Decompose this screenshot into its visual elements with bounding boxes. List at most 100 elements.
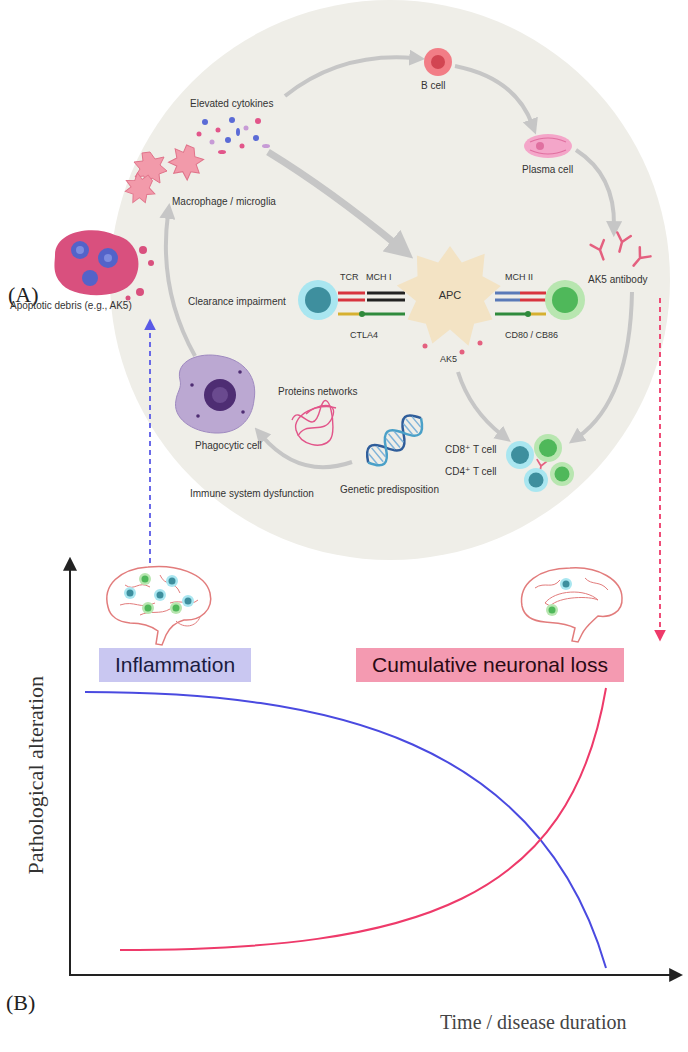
- brain-atrophic: [549, 607, 556, 614]
- brain-inflamed: [127, 590, 134, 597]
- molecule-label: CTLA4: [350, 330, 378, 341]
- molecule-label: CD80 / CB86: [505, 330, 558, 341]
- phagocytic-cell: [196, 414, 200, 418]
- cytokine-dots: [216, 128, 221, 133]
- ak5-dots: [460, 350, 465, 355]
- process-label: Genetic predisposition: [340, 484, 439, 496]
- dashed-arrow: [659, 298, 661, 632]
- dna-helix: [361, 410, 428, 472]
- phagocytic-cell: [241, 410, 245, 414]
- brain-inflamed: [170, 602, 182, 614]
- cell-label: Phagocytic cell: [195, 440, 262, 452]
- phagocytic-cell: [175, 355, 254, 433]
- apoptotic-cell: [136, 288, 144, 296]
- process-label: Elevated cytokines: [190, 98, 273, 110]
- t-cell-cluster: [506, 441, 534, 469]
- plasma-cell: [530, 138, 566, 154]
- apc-cell: APC: [395, 240, 505, 350]
- brain-atrophic: [563, 581, 570, 588]
- process-label: Clearance impairment: [188, 296, 286, 308]
- antibody-symbol: [613, 232, 631, 253]
- cytokine-dots: [225, 137, 231, 143]
- cytokine-dots: [262, 144, 270, 148]
- apoptotic-cell: [54, 230, 138, 295]
- b-cell: [424, 48, 452, 76]
- process-arrow: [578, 292, 632, 437]
- plasma-cell: [524, 134, 572, 158]
- cell-label: Plasma cell: [522, 164, 573, 176]
- cell-label: B cell: [421, 80, 445, 92]
- stage-box: Cumulative neuronal loss: [356, 648, 624, 682]
- dna-helix: [361, 410, 428, 472]
- brain-inflamed: [166, 575, 178, 587]
- cd8-t-cell: [298, 280, 338, 320]
- cd4-t-cell: [545, 280, 585, 320]
- apoptotic-cell: [126, 296, 131, 301]
- process-arrow: [285, 57, 414, 96]
- apoptotic-cell: [82, 270, 98, 286]
- inflammation-curve: [85, 692, 606, 968]
- receptor-bars: [338, 313, 362, 316]
- brain-inflamed: [185, 598, 192, 605]
- t-cell-cluster: [511, 446, 529, 464]
- cytokine-dots: [255, 118, 261, 124]
- macrophage-cell: [164, 140, 209, 184]
- process-arrow: [166, 57, 632, 467]
- ak5-dots: [478, 341, 483, 346]
- molecule-label: MCH I: [366, 272, 392, 283]
- b-cell: [431, 55, 445, 69]
- phagocytic-cell: [175, 355, 254, 433]
- cytokine-dots: [197, 132, 202, 137]
- neuronal-loss-curve: [120, 688, 606, 950]
- brain-inflamed: [145, 605, 152, 612]
- brain-inflamed: [142, 576, 149, 583]
- protein-network: [292, 401, 336, 446]
- apoptotic-cell: [104, 254, 112, 262]
- molecule-label: MCH II: [505, 272, 533, 283]
- t-cell-cluster: [529, 473, 544, 488]
- cd8-t-cell: [305, 287, 331, 313]
- process-arrow: [268, 152, 398, 246]
- dna-helix: [367, 415, 422, 465]
- process-arrow: [166, 214, 195, 356]
- brain-atrophic: [535, 578, 608, 606]
- antibody-symbol: [535, 232, 651, 473]
- brain-inflamed: [139, 573, 151, 585]
- protein-network: [292, 401, 336, 446]
- plasma-cell: [524, 134, 572, 158]
- cytokine-dots: [240, 144, 245, 149]
- apoptotic-cell: [148, 260, 154, 266]
- brain-inflamed: [182, 595, 194, 607]
- t-cell-cluster: [555, 467, 570, 482]
- cell-label: CD8⁺ T cell: [445, 444, 497, 456]
- ak5-dots: [423, 341, 483, 355]
- dna-helix: [361, 410, 428, 472]
- cytokine-dots: [236, 128, 240, 136]
- receptor-bars: [367, 293, 405, 300]
- stage-box: Inflammation: [99, 648, 251, 682]
- brain-inflamed: [124, 587, 136, 599]
- cd4-t-cell: [552, 287, 578, 313]
- star-outline: [397, 246, 501, 346]
- ak5-dots: [423, 344, 428, 349]
- node-text: Cumulative neuronal loss: [372, 653, 608, 677]
- phagocytic-cell: [204, 379, 236, 411]
- process-label: Proteins networks: [278, 386, 357, 398]
- molecule-label: AK5 antibody: [588, 274, 648, 286]
- cytokine-dots: [244, 126, 249, 131]
- panel-letter: (B): [6, 990, 35, 1016]
- brain-inflamed: [142, 602, 154, 614]
- brain-inflamed: [107, 566, 211, 645]
- t-cell-cluster: [506, 434, 574, 492]
- node-text: Inflammation: [115, 653, 235, 677]
- receptor-bars: [495, 293, 520, 300]
- cell-label: CD4⁺ T cell: [445, 466, 497, 478]
- apoptotic-cell: [71, 241, 89, 259]
- cytokine-dots: [229, 117, 235, 123]
- brain-atrophic: [546, 604, 558, 616]
- phagocytic-cell: [212, 387, 228, 403]
- cytokine-dots: [202, 119, 208, 125]
- plasma-cell: [536, 142, 544, 150]
- apoptotic-cell: [98, 248, 118, 268]
